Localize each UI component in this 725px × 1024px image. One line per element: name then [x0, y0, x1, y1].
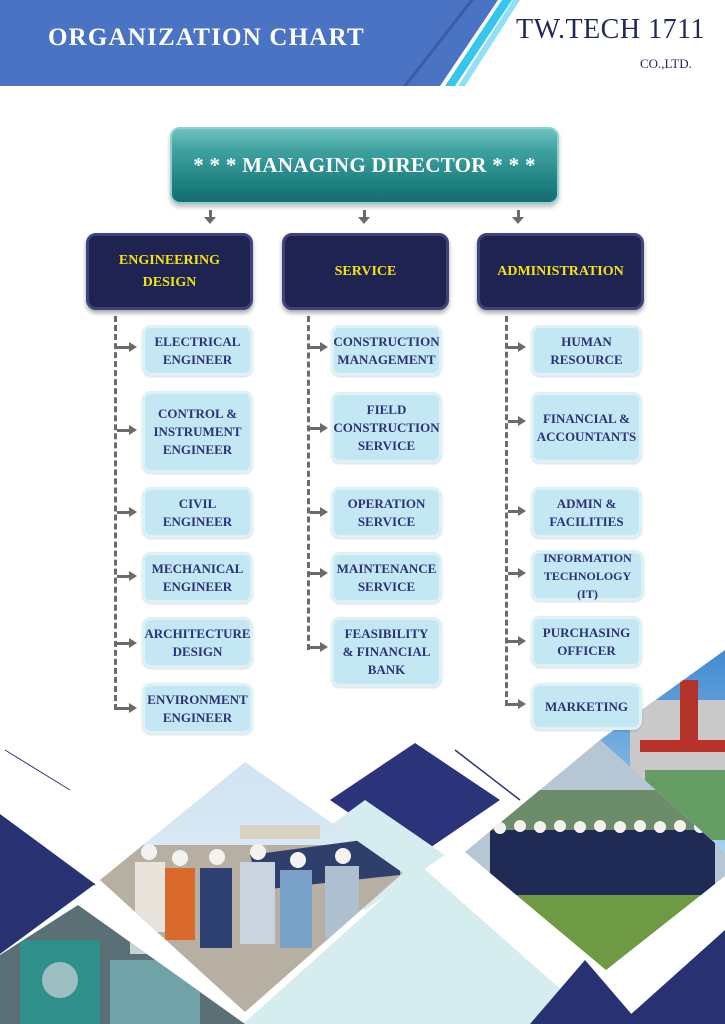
role-label: HUMAN RESOURCE — [550, 333, 623, 367]
header-band — [0, 0, 520, 86]
role-label: CIVIL ENGINEER — [162, 495, 233, 529]
department-service: SERVICE — [282, 233, 449, 310]
role-label: FINANCIAL & ACCOUNTANTS — [536, 410, 637, 444]
role-label: FEASIBILITY & FINANCIAL BANK — [342, 626, 431, 677]
role-box: ENVIRONMENT ENGINEER — [142, 683, 253, 734]
role-label: ENVIRONMENT ENGINEER — [147, 691, 248, 725]
managing-director-box: * * * MANAGING DIRECTOR * * * — [170, 127, 559, 204]
role-box: CONTROL & INSTRUMENT ENGINEER — [142, 391, 253, 473]
role-box: CIVIL ENGINEER — [142, 487, 253, 538]
company-suffix: CO.,LTD. — [640, 56, 692, 71]
role-box: OPERATION SERVICE — [331, 487, 442, 538]
department-engineering-design: ENGINEERING DESIGN — [86, 233, 253, 310]
role-label: OPERATION SERVICE — [347, 495, 426, 529]
role-box: ARCHITECTURE DESIGN — [142, 617, 253, 668]
role-label: ELECTRICAL ENGINEER — [154, 333, 241, 367]
role-box: CONSTRUCTION MANAGEMENT — [331, 325, 442, 376]
role-box: FINANCIAL & ACCOUNTANTS — [531, 392, 642, 463]
dashed-connector-line — [307, 316, 310, 650]
role-label: CONTROL & INSTRUMENT ENGINEER — [153, 406, 242, 457]
company-name: TW.TECH 1711 — [516, 14, 706, 45]
role-box: FEASIBILITY & FINANCIAL BANK — [331, 617, 442, 687]
role-box: MECHANICAL ENGINEER — [142, 552, 253, 603]
role-box: INFORMATION TECHNOLOGY (IT) — [531, 550, 644, 601]
role-label: MAINTENANCE SERVICE — [336, 560, 437, 594]
dashed-connector-line — [114, 316, 117, 710]
department-administration: ADMINISTRATION — [477, 233, 644, 310]
department-label: SERVICE — [334, 263, 397, 279]
role-label: MECHANICAL ENGINEER — [151, 560, 244, 594]
department-label: ADMINISTRATION — [497, 263, 624, 279]
photo-collage — [0, 650, 725, 1024]
role-box: FIELD CONSTRUCTION SERVICE — [331, 392, 442, 463]
role-box: ELECTRICAL ENGINEER — [142, 325, 253, 376]
role-box: MARKETING — [531, 683, 642, 730]
role-box: PURCHASING OFFICER — [531, 616, 642, 667]
role-box: ADMIN & FACILITIES — [531, 487, 642, 538]
department-label: ENGINEERING DESIGN — [118, 252, 221, 290]
role-box: HUMAN RESOURCE — [531, 325, 642, 376]
managing-director-label: * * * MANAGING DIRECTOR * * * — [193, 153, 536, 177]
page-title: ORGANIZATION CHART — [48, 24, 365, 51]
role-label: FIELD CONSTRUCTION SERVICE — [333, 401, 440, 453]
role-label: ARCHITECTURE DESIGN — [144, 625, 251, 659]
role-label: INFORMATION TECHNOLOGY (IT) — [543, 550, 632, 601]
role-label: ADMIN & FACILITIES — [549, 495, 624, 529]
dashed-connector-line — [505, 316, 508, 706]
role-label: MARKETING — [544, 698, 629, 714]
role-label: CONSTRUCTION MANAGEMENT — [333, 333, 440, 367]
role-label: PURCHASING OFFICER — [542, 624, 631, 658]
role-box: MAINTENANCE SERVICE — [331, 552, 442, 603]
